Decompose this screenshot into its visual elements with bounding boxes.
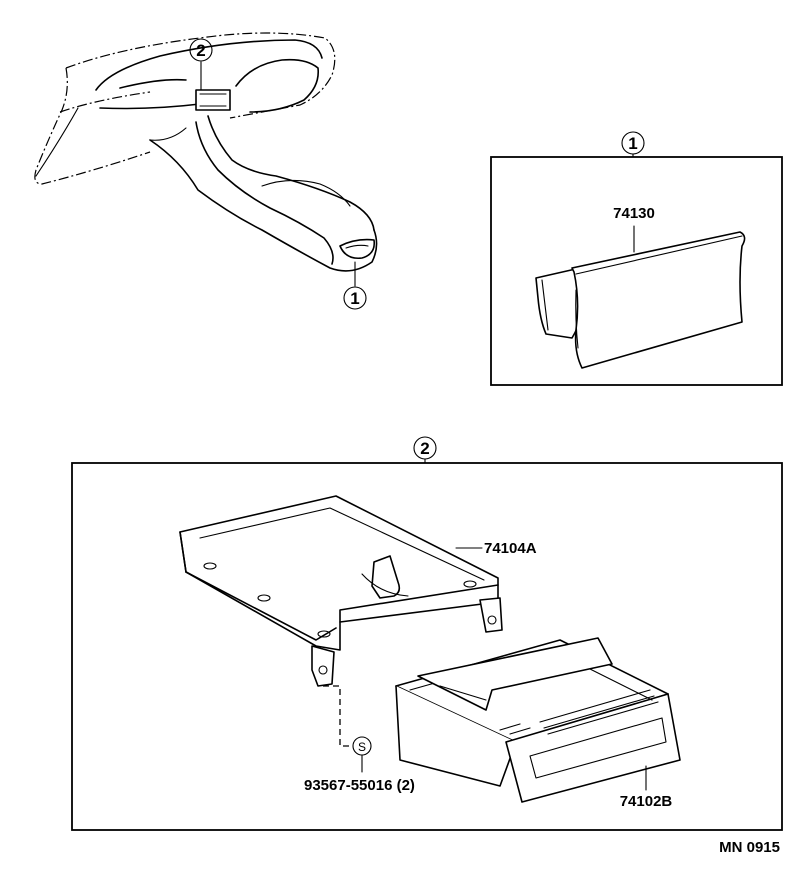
- ashtray-retainer-drawing: [179, 495, 503, 687]
- callout-2-detail: 2: [413, 436, 437, 460]
- callout-1-overview-label: 1: [350, 289, 359, 308]
- ashtray-cover-drawing: [535, 231, 746, 369]
- ashtray-inner-drawing: [395, 637, 681, 803]
- callout-2-detail-label: 2: [420, 439, 429, 458]
- callout-1-detail-label: 1: [628, 134, 637, 153]
- detail-box-1: 1 74130: [490, 131, 783, 386]
- part-number-74104A: 74104A: [484, 540, 537, 557]
- part-number-74102B: 74102B: [620, 793, 673, 810]
- detail-box-2: 2 74104A: [71, 436, 783, 831]
- part-number-74130: 74130: [613, 205, 655, 222]
- console-overview-drawing: [34, 32, 378, 287]
- diagram-code: MN 0915: [719, 839, 780, 856]
- callout-1-detail: 1: [621, 131, 645, 155]
- screw-symbol: S: [352, 736, 372, 756]
- screw-symbol-letter: S: [358, 740, 366, 754]
- part-number-screw: 93567-55016 (2): [304, 777, 415, 794]
- callout-2-overview: 2: [189, 38, 213, 62]
- callout-2-overview-label: 2: [196, 41, 205, 60]
- callout-1-overview: 1: [343, 286, 367, 310]
